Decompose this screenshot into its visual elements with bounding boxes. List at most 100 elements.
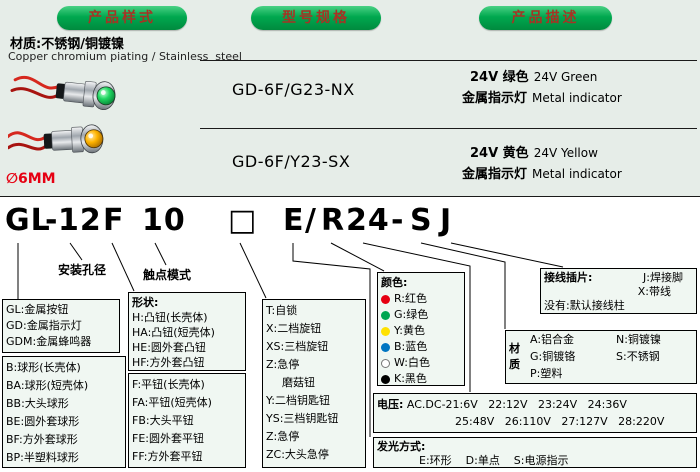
legend-terminal-box: 接线插片: J:焊接脚 X:带线 没有:默认接线柱 (540, 268, 697, 314)
legend-actuator-box: T:自锁 X:二档旋钮 XS:三档旋钮 Z:急停 磨菇钮 Y:二档钥匙钮 YS:… (262, 299, 366, 468)
code-seg-terminal: J (440, 203, 453, 238)
legend-item: BA:球形(短壳体) (6, 379, 89, 392)
type-en: Metal indicator (532, 91, 622, 105)
legend-item: GD:金属指示灯 (6, 319, 82, 332)
legend-item: Z:急停 (266, 358, 300, 371)
red-dot-icon (381, 294, 390, 304)
color-option-white: W:白色 (381, 355, 461, 371)
code-seg-slash: / (305, 203, 317, 238)
material-grid: A:铝合金 N:铜镀镍 G:铜镀铬 S:不锈钢 P:塑料 (530, 332, 700, 382)
legend-item: BP:半塑料球形 (6, 451, 79, 464)
legend-item: B:球形(长壳体) (6, 361, 81, 374)
legend-item: Y:二档钥匙钮 (266, 394, 330, 407)
legend-item: G:铜镀铬 (530, 350, 576, 363)
green-dot-icon (381, 310, 390, 320)
code-seg-voltage: 24 (346, 203, 390, 238)
indicator-lamp-yellow (8, 124, 104, 154)
product-overview-section: 产品样式 型号规格 产品描述 材质:不锈钢/铜镀镍 Copper chromiu… (0, 0, 700, 197)
legend-item: P:塑料 (530, 367, 563, 380)
legend-item: GL:金属按钮 (6, 303, 69, 316)
black-dot-icon (381, 374, 390, 384)
color-option-red: R:红色 (381, 291, 461, 307)
legend-item: XS:三档旋钮 (266, 340, 329, 353)
model-number-2: GD-6F/Y23-SX (232, 152, 351, 171)
divider-line (200, 128, 697, 129)
box-title: 颜色: (381, 276, 408, 289)
code-seg-glow: E (283, 203, 305, 238)
code-seg-placeholder-box: □ (228, 203, 258, 238)
product-1-type-line: 金属指示灯 Metal indicator (462, 87, 622, 106)
legend-item: HF:方外套凸钮 (132, 356, 205, 369)
legend-item: F:平钮(长壳体) (132, 378, 205, 391)
legend-item: HA:凸钮(短壳体) (132, 326, 215, 339)
legend-item: N:铜镀镍 (616, 333, 661, 346)
code-seg-color: R (321, 203, 346, 238)
desc-cn: 24V 绿色 (470, 70, 529, 85)
legend-item: J:焊接脚 (643, 271, 683, 284)
code-seg-shape: F (103, 203, 125, 238)
legend-item: H:凸钮(长壳体) (132, 311, 208, 324)
indicator-lamps-photo (8, 76, 116, 154)
color-option-black: K:黑色 (381, 371, 461, 387)
legend-item: T:自锁 (266, 304, 298, 317)
desc-cn: 24V 黄色 (470, 146, 529, 161)
diameter-label: ∅6MM (6, 171, 56, 187)
color-option-yellow: Y:黄色 (381, 323, 461, 339)
legend-item: FA:平钮(短壳体) (132, 396, 212, 409)
color-label: K:黑色 (394, 372, 427, 385)
box-title: 发光方式: (377, 440, 426, 453)
legend-shape-h-box: 形状: H:凸钮(长壳体) HA:凸钮(短壳体) HE:圆外套凸钮 HF:方外套… (128, 292, 246, 371)
color-option-green: G:绿色 (381, 307, 461, 323)
tab-product-desc: 产品描述 (479, 6, 612, 30)
color-label: R:红色 (394, 292, 428, 305)
legend-item: FE:圆外套平钮 (132, 432, 204, 445)
tab-model-spec: 型号规格 (251, 6, 381, 30)
voltage-values: AC.DC-21:6V 22:12V 23:24V 24:36V (406, 398, 627, 411)
box-title: 电压: (377, 398, 404, 411)
legend-item: HE:圆外套凸钮 (132, 341, 206, 354)
code-seg-contact: 10 (142, 203, 186, 238)
legend-item: A:铝合金 (530, 333, 575, 346)
tab-product-style: 产品样式 (57, 6, 187, 30)
indicator-lamp-green (10, 76, 116, 111)
code-seg-dash2: - (391, 203, 405, 238)
voltage-line-1: 电压: AC.DC-21:6V 22:12V 23:24V 24:36V (377, 396, 693, 413)
color-label: B:蓝色 (394, 340, 428, 353)
material-line-cn: 材质:不锈钢/铜镀镍 (10, 37, 124, 52)
legend-shape-f-box: F:平钮(长壳体) FA:平钮(短壳体) FB:大头平钮 FE:圆外套平钮 FF… (128, 373, 246, 468)
voltage-line-2: 25:48V 26:110V 27:127V 28:220V (455, 415, 665, 428)
type-cn: 金属指示灯 (462, 167, 528, 182)
legend-item: FB:大头平钮 (132, 414, 194, 427)
code-seg-dash: - (45, 203, 59, 238)
desc-en: 24V Yellow (533, 146, 598, 160)
code-seg-hole: 12 (58, 203, 102, 238)
legend-item: BE:圆外套球形 (6, 415, 80, 428)
annotation-mounting-hole: 安装孔径 (58, 263, 107, 277)
yellow-dot-icon (381, 326, 390, 336)
legend-glow-box: 发光方式: E:环形 D:单点 S:电源指示 (373, 437, 697, 468)
legend-item: X:二档旋钮 (266, 322, 322, 335)
terminal-row-1: 接线插片: J:焊接脚 (544, 271, 693, 285)
legend-item: YS:三档钥匙钮 (266, 412, 339, 425)
color-option-blue: B:蓝色 (381, 339, 461, 355)
legend-color-box: 颜色: R:红色 G:绿色 Y:黄色 B:蓝色 W:白色 K:黑色 (377, 272, 465, 386)
model-number-1: GD-6F/G23-NX (232, 80, 355, 99)
legend-series-box: GL:金属按钮 GD:金属指示灯 GDM:金属蜂鸣器 (2, 299, 120, 353)
legend-item: GDM:金属蜂鸣器 (6, 335, 92, 348)
color-label: Y:黄色 (394, 324, 425, 337)
legend-voltage-box: 电压: AC.DC-21:6V 22:12V 23:24V 24:36V 25:… (373, 393, 697, 433)
legend-item: 磨菇钮 (282, 376, 315, 389)
box-title: 接线插片: (544, 271, 593, 284)
legend-item: BF:方外套球形 (6, 433, 78, 446)
legend-item: ZC:大头急停 (266, 448, 329, 461)
desc-en: 24V Green (533, 70, 598, 84)
glow-values: E:环形 D:单点 S:电源指示 (419, 454, 569, 467)
box-title: 材质 (509, 342, 520, 371)
type-cn: 金属指示灯 (462, 91, 528, 106)
product-2-color-line: 24V 黄色 24V Yellow (470, 142, 598, 161)
divider-line (200, 60, 697, 61)
legend-ball-shapes-box: B:球形(长壳体) BA:球形(短壳体) BB:大头球形 BE:圆外套球形 BF… (2, 356, 126, 468)
annotation-contact-mode: 触点模式 (143, 268, 192, 282)
